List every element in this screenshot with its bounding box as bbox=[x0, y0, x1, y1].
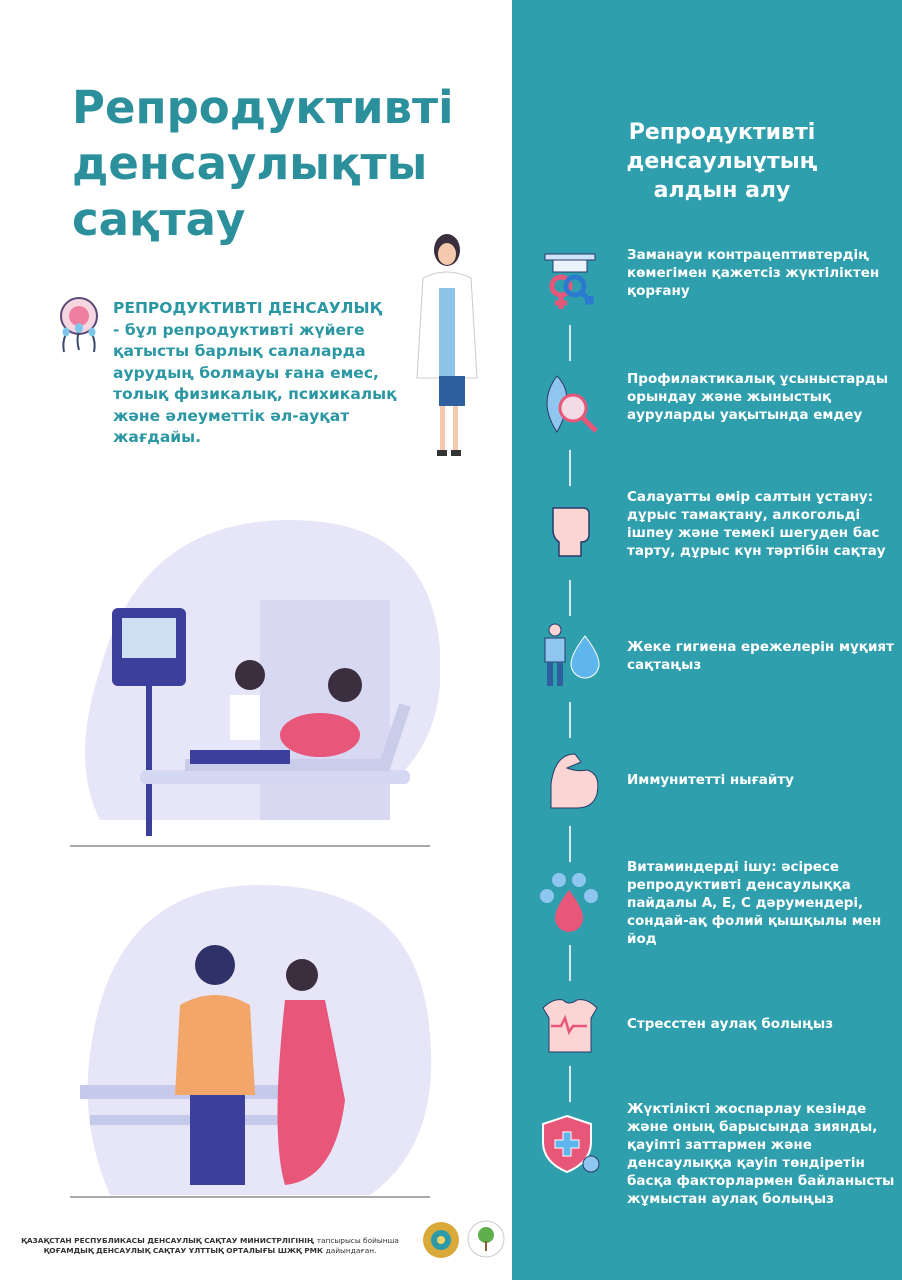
connector-line bbox=[569, 702, 571, 738]
title-line: сақтау bbox=[72, 193, 246, 246]
connector-line bbox=[569, 325, 571, 361]
prevention-item: Стресстен аулақ болыңыз bbox=[627, 1016, 834, 1032]
connector-line bbox=[569, 1066, 571, 1102]
title-line: Репродуктивті bbox=[72, 81, 454, 134]
ultrasound-scene-illustration bbox=[70, 520, 440, 847]
panel-title-line: алдын алу bbox=[653, 178, 791, 203]
definition-term: РЕПРОДУКТИВТІ ДЕНСАУЛЫҚ bbox=[113, 299, 382, 317]
footer-text: дайындаған. bbox=[325, 1246, 377, 1255]
couple-walking-illustration bbox=[70, 885, 432, 1198]
prevention-panel: Репродуктивті денсаулыұтың алдын алу Зам… bbox=[512, 0, 902, 1280]
prevention-item: Салауатты өмір салтын ұстану: дұрыс тама… bbox=[627, 489, 886, 559]
definition-text: - бұл репродуктивті жүйеге қатысты барлы… bbox=[113, 320, 397, 447]
connector-line bbox=[569, 826, 571, 862]
page-title: Репродуктивті денсаулықты сақтау bbox=[72, 80, 492, 248]
gender-symbols-icon bbox=[544, 253, 596, 309]
person-water-drop-icon bbox=[544, 623, 600, 686]
panel-title-line: Репродуктивті bbox=[628, 120, 816, 145]
title-line: денсаулықты bbox=[72, 137, 428, 190]
prevention-item: Заманауи контрацептивтердің көмегімен қа… bbox=[627, 247, 880, 299]
definition: РЕПРОДУКТИВТІ ДЕНСАУЛЫҚ - бұл репродукти… bbox=[113, 298, 403, 449]
footer-text: тапсырысы бойынша bbox=[316, 1236, 399, 1245]
panel-title-line: денсаулыұтың bbox=[626, 149, 818, 174]
prevention-item: Жүктілікті жоспарлау кезінде және оның б… bbox=[627, 1101, 895, 1207]
connector-line bbox=[569, 450, 571, 486]
connector-line bbox=[569, 580, 571, 616]
footer-credits: ҚАЗАҚСТАН РЕСПУБЛИКАСЫ ДЕНСАУЛЫҚ САҚТАУ … bbox=[10, 1236, 410, 1256]
footer-center: ҚОҒАМДЫҚ ДЕНСАУЛЫҚ САҚТАУ ҰЛТТЫҚ ОРТАЛЫҒ… bbox=[43, 1246, 324, 1255]
doctor-illustration bbox=[416, 234, 478, 456]
shield-cross-icon bbox=[542, 1114, 600, 1174]
raised-fist-icon bbox=[552, 507, 590, 557]
prevention-item: Профилактикалық ұсыныстарды орындау және… bbox=[627, 371, 889, 423]
prevention-item: Витаминдерді ішу: әсіресе репродуктивті … bbox=[627, 859, 882, 947]
kazakhstan-emblem-logo bbox=[423, 1222, 459, 1258]
egg-sperm-icon bbox=[60, 297, 98, 353]
flexed-arm-icon bbox=[550, 753, 599, 809]
leaf-magnifier-dna-icon bbox=[546, 375, 598, 433]
footer-ministry: ҚАЗАҚСТАН РЕСПУБЛИКАСЫ ДЕНСАУЛЫҚ САҚТАУ … bbox=[21, 1236, 315, 1245]
health-center-logo bbox=[467, 1220, 505, 1258]
vitamin-drop-icon bbox=[540, 873, 598, 932]
connector-line bbox=[569, 945, 571, 981]
prevention-item: Иммунитетті нығайту bbox=[627, 772, 794, 788]
prevention-item: Жеке гигиена ережелерін мұқият сақтаңыз bbox=[627, 639, 894, 673]
panel-title: Репродуктивті денсаулыұтың алдын алу bbox=[527, 118, 902, 205]
heart-torso-icon bbox=[542, 999, 598, 1053]
